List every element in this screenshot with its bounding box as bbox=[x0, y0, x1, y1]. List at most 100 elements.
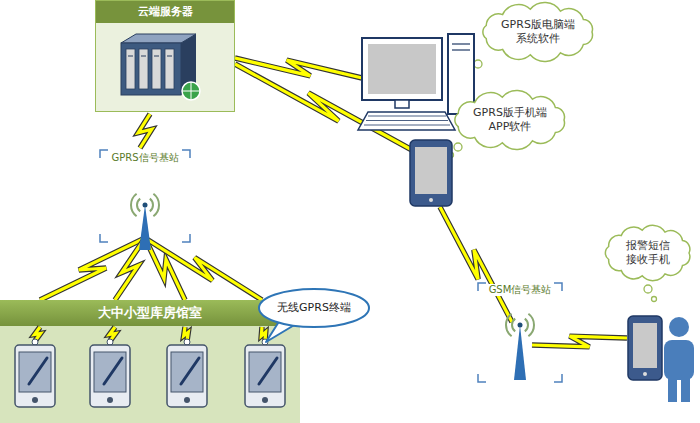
server-bay bbox=[139, 49, 148, 89]
terminal-body bbox=[15, 345, 55, 407]
thought-cloud: GPRS版电脑端 系统软件 bbox=[477, 2, 599, 62]
signal-tower bbox=[131, 194, 159, 250]
drive-slot bbox=[452, 43, 470, 44]
bolt-outline bbox=[138, 114, 152, 148]
bracket-frame bbox=[478, 283, 562, 382]
person-leg bbox=[681, 375, 690, 402]
bolt-outline bbox=[145, 238, 262, 300]
server-bay bbox=[165, 49, 174, 89]
stylus bbox=[104, 358, 122, 384]
corner-bracket bbox=[554, 374, 562, 382]
monitor-frame bbox=[362, 38, 442, 100]
corner-bracket bbox=[554, 283, 562, 291]
lightning-bolt bbox=[138, 114, 152, 148]
cloud-shape bbox=[483, 2, 593, 61]
tower-mast bbox=[514, 325, 526, 380]
phone-screen bbox=[633, 323, 657, 368]
node-text: 无线GPRS终端 bbox=[277, 301, 351, 315]
node-text: GPRS版电脑端 系统软件 bbox=[501, 18, 575, 46]
terminal-button bbox=[184, 397, 190, 403]
bolt-fill bbox=[138, 114, 152, 148]
bolt-fill bbox=[40, 238, 145, 300]
gprs-terminal bbox=[90, 339, 130, 407]
station-label: GSM信号基站 bbox=[487, 284, 554, 296]
bubble-ellipse bbox=[259, 289, 369, 327]
keyboard bbox=[358, 112, 455, 130]
cloud-text: GPRS版电脑端 系统软件 bbox=[477, 2, 599, 62]
mobile-phone bbox=[628, 316, 662, 380]
tower-tip bbox=[143, 203, 148, 208]
person-head bbox=[669, 317, 689, 337]
lightning-bolt bbox=[145, 238, 262, 300]
lightning-bolt bbox=[532, 336, 627, 347]
corner-bracket bbox=[100, 150, 108, 158]
stylus bbox=[29, 358, 47, 384]
terminal-button bbox=[262, 397, 268, 403]
phone-button bbox=[643, 372, 647, 376]
globe-grid bbox=[182, 82, 200, 100]
thought-dot bbox=[454, 143, 462, 151]
signal-wave bbox=[137, 199, 140, 212]
terminal-body bbox=[245, 345, 285, 407]
server-bay bbox=[152, 49, 161, 89]
tower-tip bbox=[518, 323, 523, 328]
person-body bbox=[664, 340, 694, 380]
node-text: GPRS版手机端 APP软件 bbox=[473, 106, 547, 134]
corner-bracket bbox=[182, 234, 190, 242]
terminal-button bbox=[107, 397, 113, 403]
bolt-outline bbox=[440, 207, 512, 322]
thought-dot bbox=[652, 297, 657, 302]
mobile-phone bbox=[410, 140, 452, 206]
lightning-bolt bbox=[440, 207, 512, 322]
keyboard-row bbox=[368, 116, 446, 117]
bolt-outline bbox=[532, 336, 627, 347]
terminal-screen bbox=[171, 352, 203, 392]
bolt-outline bbox=[40, 238, 145, 300]
gprs-terminal bbox=[15, 339, 55, 407]
server-header: 云端服务器 bbox=[96, 1, 234, 23]
signal-wave bbox=[525, 319, 528, 332]
signal-tower bbox=[506, 314, 534, 380]
tower-mast bbox=[139, 205, 151, 250]
person-figure bbox=[664, 317, 694, 402]
node-text: 报警短信 接收手机 bbox=[626, 239, 670, 267]
cloud-shape bbox=[455, 90, 565, 149]
station-label: GPRS信号基站 bbox=[109, 152, 180, 164]
speech-bubble: 无线GPRS终端 bbox=[258, 288, 370, 328]
corner-bracket bbox=[182, 150, 190, 158]
cloud-text: 报警短信 接收手机 bbox=[600, 223, 696, 283]
bay-slot bbox=[128, 56, 133, 57]
phone-screen bbox=[415, 147, 447, 194]
band-header: 大中小型库房馆室 bbox=[0, 300, 300, 326]
server-box: 云端服务器 bbox=[95, 0, 235, 112]
terminal-screen bbox=[94, 352, 126, 392]
node-text: 云端服务器 bbox=[138, 5, 193, 19]
terminal-screen bbox=[19, 352, 51, 392]
thought-cloud: 报警短信 接收手机 bbox=[600, 223, 696, 283]
signal-wave bbox=[512, 319, 515, 332]
phone-body bbox=[628, 316, 662, 380]
cloud-shape bbox=[605, 225, 690, 280]
node-text: 大中小型库房馆室 bbox=[98, 305, 202, 321]
terminal-screen bbox=[249, 352, 281, 392]
keyboard-row bbox=[366, 120, 448, 121]
signal-wave bbox=[131, 194, 137, 216]
antenna-dot bbox=[184, 339, 190, 345]
antenna-dot bbox=[107, 339, 113, 345]
bay-slot bbox=[154, 56, 159, 57]
lightning-bolt bbox=[40, 238, 145, 300]
bubble-text: 无线GPRS终端 bbox=[258, 288, 370, 328]
bolt-fill bbox=[440, 207, 512, 322]
gprs-terminal bbox=[245, 339, 285, 407]
thought-dot bbox=[644, 285, 652, 293]
corner-bracket bbox=[478, 374, 486, 382]
bolt-fill bbox=[145, 238, 185, 300]
server-bay bbox=[126, 49, 135, 89]
bolt-fill bbox=[145, 238, 262, 300]
gprs-terminal bbox=[167, 339, 207, 407]
signal-wave bbox=[528, 314, 534, 336]
stylus bbox=[259, 358, 277, 384]
corner-bracket bbox=[478, 283, 486, 291]
thought-dot bbox=[474, 60, 482, 68]
